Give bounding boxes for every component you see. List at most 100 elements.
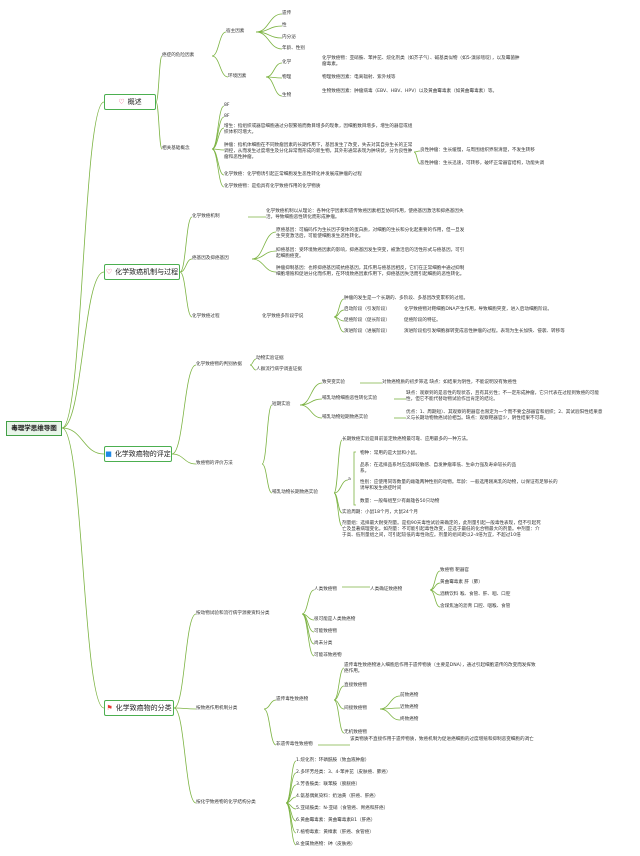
node-direct: 直接致癌物	[344, 683, 367, 688]
connector	[379, 708, 401, 721]
connector	[155, 101, 163, 150]
long-number: 数量：一般每组至少有雌雄各50只动物	[360, 499, 440, 504]
connector	[333, 479, 349, 494]
connector	[301, 613, 315, 645]
main-mechanism[interactable]: ♡化学致癌机制与过程	[104, 264, 180, 280]
connector	[155, 55, 163, 103]
concept-carcinogenesis: 化学致癌：化学物诱引起正常细胞发生恶性转化并发展成肿瘤的过程	[224, 172, 362, 177]
connector	[173, 707, 197, 804]
node-criteria: 化学致癌物的判别依据	[196, 362, 242, 367]
connector	[333, 667, 345, 701]
connector	[61, 101, 105, 429]
root-node[interactable]: 毒理学思维导图	[6, 421, 62, 436]
class-item: 可能致癌物	[314, 629, 337, 634]
connector	[333, 699, 345, 734]
stage-promotion: 促癌阶段（促长阶段）	[344, 318, 390, 323]
node-mech: 化学致癌机制	[192, 214, 220, 219]
long-bracket-label: a	[348, 477, 351, 482]
node-host: 宿主因素	[226, 29, 245, 34]
connector	[255, 31, 283, 50]
indirect-item: 近致癌物	[400, 705, 419, 710]
node-class-evidence: 按动物试验和流行病学源要资料分类	[196, 611, 270, 616]
connector	[263, 708, 277, 746]
node-risk: 癌症的危险因素	[162, 53, 195, 58]
node-env: 环境因素	[228, 74, 247, 79]
nongenotoxic-text: 该类物质不直接作用于遗传物质，致癌机制为促进癌细胞的过度增殖和抑制恶变细胞的凋亡	[350, 737, 534, 742]
host-item: 年龄、性别	[282, 46, 305, 51]
connector	[211, 105, 225, 150]
stage-promotion-text: 促癌阶段的特征。	[404, 318, 441, 323]
node-process: 化学致癌过程	[192, 314, 220, 319]
stage-progression: 演进阶段（进展阶段）	[344, 329, 390, 334]
long-duration: 实验周期：小鼠18个月，大鼠24个月	[342, 510, 419, 515]
short-mutation: 致突变实验	[322, 380, 345, 385]
flag-icon: ⚑	[106, 704, 113, 712]
main-overview[interactable]: ♡概述	[104, 94, 156, 110]
connector	[251, 231, 277, 260]
host-item: 遗传	[282, 11, 292, 16]
structure-item: 8.金属致癌物：砷（皮肤癌）	[296, 842, 356, 847]
long-sex-age: 性别：应使用同等数量的雌雄两种性别的动物。年龄：一般选用刚离乳的动物，以保证有足…	[360, 480, 558, 491]
stage-progression-text: 演进阶段指引发细胞群转变成恶性肿瘤的过程。表现为生长加快、侵袭、转移等	[404, 329, 565, 334]
node-multistage: 化学致癌多阶段学说	[262, 314, 304, 319]
node-chem: 化学	[282, 60, 292, 65]
connector	[179, 258, 193, 273]
concept-item: 8F	[224, 114, 230, 119]
connector	[285, 772, 297, 804]
connector	[173, 707, 197, 710]
class-item: 尚未分类	[314, 641, 333, 646]
node-class-structure: 按化学致癌物的化学结构分类	[196, 800, 256, 805]
connector	[211, 116, 225, 150]
connector	[251, 250, 277, 260]
bracket	[353, 451, 356, 506]
node-human-confirmed: 人类确证致癌物	[370, 587, 403, 592]
connector	[333, 492, 343, 527]
structure-item: 1.烷化剂：环磷酰胺（致血液肿瘤）	[296, 758, 370, 763]
short-transformation: 哺乳动物细胞恶性转化实验	[322, 396, 378, 401]
connector	[211, 148, 225, 188]
structure-item: 2.多环芳烃类：3、4-苯并芘（皮肤癌、肺癌）	[296, 770, 391, 775]
class-item: 很可能是人类致癌物	[314, 617, 356, 622]
main-classification[interactable]: ⚑化学致癌物的分类	[104, 700, 174, 716]
connector	[171, 364, 197, 455]
activated-oncogene: 抑癌基因：受环境致癌因素的影响，抑癌基因发生突变，被激活后的活性形式与癌基因，可…	[276, 248, 465, 259]
connector	[265, 76, 283, 97]
connector	[179, 216, 193, 273]
long-strain: 品系：在选择品系时应选择较敏感、自发肿瘤率低、生命力强及寿命较长的品系。	[360, 463, 517, 474]
short-transformation-text: 缺点：观察到的是恶性的现状态，且有其劣性；不一定形成肿瘤，它只代表在过程到致癌的…	[406, 391, 599, 402]
connector	[211, 31, 227, 57]
heart-icon: ♡	[105, 268, 113, 276]
long-intro: 长期致癌实验是目前鉴定致癌物最可靠、应用最多的一种方法。	[342, 437, 471, 442]
proto-oncogene: 原癌基因：可编码作为生长因子受体的蛋白质，对细胞的生长和分化起重要的作用，但一旦…	[276, 228, 465, 239]
root-label: 毒理学思维导图	[11, 424, 57, 432]
connector	[61, 427, 105, 709]
long-species: 物种：常用的是大鼠和小鼠。	[360, 451, 420, 456]
human-item: 含煤焦油的沥青 口腔、咽喉、食管	[440, 604, 511, 609]
connector	[299, 398, 323, 406]
host-item: 性	[282, 23, 287, 28]
long-dose: 剂量组：选择最大耐受剂量。是指90天毒性试验来确定的，此剂量引起一般毒性表现，但…	[342, 521, 541, 538]
node-indirect: 间接致癌物	[344, 706, 367, 711]
main-evaluation[interactable]: ■化学致癌物的评定	[104, 446, 172, 462]
connector	[301, 613, 315, 657]
tumor-suppressor: 肿瘤抑制基因：也称抑癌基因或抗癌基因，其作用与癌基因相反，它们在正常细胞中通过抑…	[276, 266, 465, 277]
structure-item: 7.植物毒素：黄樟素（肝癌、食管癌）	[296, 830, 374, 835]
short-bioassay: 哺乳动物短期致癌实验	[322, 415, 368, 420]
concept-carcinogen: 化学致癌物：是指具有化学致癌作用的化学物质	[224, 184, 321, 189]
stage-initiation: 启动阶段（引发阶段）	[344, 307, 390, 312]
node-bio: 生物	[282, 93, 292, 98]
structure-item: 4.氨基偶氮染料：奶油黄（肝癌、肝癌）	[296, 794, 379, 799]
short-bioassay-text: 优点：1、周期短）、其观察的靶器官也限定为一个而不要全部器官和组织；2、其试验阳…	[406, 410, 603, 421]
node-phys: 物理	[282, 75, 292, 80]
connector	[379, 695, 401, 710]
connector	[251, 258, 277, 273]
connector	[285, 802, 297, 846]
human-item: 致癌物 靶器官	[440, 568, 470, 573]
bio-text: 生物致癌因素：肿瘤病毒（EBV、HBV、HPV）以及黄曲霉毒素（如黄曲霉毒素）等…	[322, 89, 498, 94]
node-concept: 相关基础概念	[162, 146, 190, 151]
node-human: 人类致癌物	[314, 587, 337, 592]
node-oncogene: 癌基因及抑癌基因	[192, 256, 229, 261]
node-long-term: 哺乳动物长期致癌实验	[272, 490, 318, 495]
connector	[211, 127, 225, 150]
connector	[299, 404, 323, 419]
